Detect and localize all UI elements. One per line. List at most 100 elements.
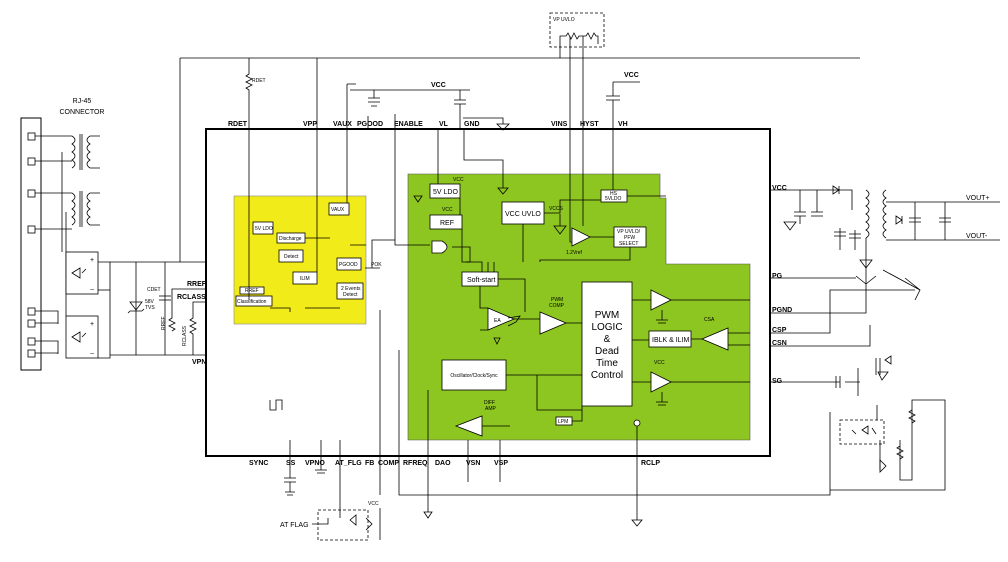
rdet-label: RDET	[252, 78, 266, 84]
pin-rdet: RDET	[228, 121, 248, 128]
vout-plus-label: VOUT+	[966, 195, 990, 202]
pin-dao: DAO	[435, 460, 451, 467]
connector-subtitle: CONNECTOR	[60, 109, 105, 116]
blk-5v-ldo-pd: 5V LDO	[255, 226, 273, 232]
pin-comp: COMP	[378, 460, 399, 467]
pin-vpno: VPNO	[305, 460, 325, 467]
rref-res-label: RREF	[161, 316, 167, 330]
tvs-label-2: TVS	[145, 305, 155, 311]
blk-oscillator: Oscillator/Clock/Sync	[450, 373, 498, 379]
svg-text:+: +	[90, 257, 94, 264]
diff-amp-2: AMP	[485, 406, 497, 412]
pin-pgood: PGOOD	[357, 121, 383, 128]
pin-sg: SG	[772, 378, 783, 385]
tvs-diode-symbol	[127, 301, 145, 314]
rclass-res-label: RCLASS	[182, 325, 188, 346]
blk-events-2: Detect	[343, 292, 358, 298]
svg-text:−: −	[90, 287, 94, 294]
pin-gnd: GND	[464, 121, 480, 128]
pwm-comp-2: COMP	[549, 303, 565, 309]
pin-pgnd: PGND	[772, 307, 792, 314]
cdet-capacitor	[159, 295, 171, 301]
pwm-logic-3: &	[604, 334, 611, 345]
at-flag-opto	[317, 509, 369, 541]
csa-amplifier	[700, 327, 729, 351]
pin-pg: PG	[772, 273, 783, 280]
blk-lpm: LPM	[558, 419, 568, 425]
pin-vins: VINS	[551, 121, 568, 128]
blk-ilim: ILIM	[300, 276, 310, 282]
blk-iblk-ilim: IBLK & ILIM	[652, 337, 690, 344]
pin-ss: SS	[286, 460, 296, 467]
blk-vaux: VAUX	[331, 207, 345, 213]
pin-vpp: VPP	[303, 121, 317, 128]
blk-rref: RREF	[245, 288, 259, 294]
blk-vp-2: PFW	[624, 235, 635, 241]
ea-label: EA	[494, 318, 501, 324]
ea-amplifier	[487, 307, 516, 331]
blk-ref: REF	[440, 220, 454, 227]
vp-uvlo-box	[549, 12, 605, 48]
dcdc-blocks: VCC 5V LDO VCC REF VCC UVLO VCCS 1.2Vref…	[429, 129, 750, 437]
pwm-comparator	[539, 311, 568, 335]
bottom-wiring	[269, 239, 831, 527]
pin-at-flg: AT_FLG	[335, 460, 362, 467]
bottom-pins: SYNC SS VPNO AT_FLG FB COMP RFREQ DAO VS…	[249, 460, 660, 467]
vp-uvlo-resistors	[559, 32, 599, 58]
svg-text:−: −	[90, 351, 94, 358]
connector-title: RJ-45	[73, 98, 92, 105]
pin-csp: CSP	[772, 327, 787, 334]
pin-sync: SYNC	[249, 460, 268, 467]
input-rails	[98, 57, 860, 356]
pd-interface-blocks: 5V LDO Discharge VAUX Detect PGOOD ILIM …	[235, 129, 380, 312]
vcc-net-label: VCC	[431, 82, 446, 89]
pwm-logic-1: PWM	[595, 310, 619, 321]
vccs-label: VCCS	[549, 206, 564, 212]
vp-uvlo-label: VP UVLO	[553, 17, 575, 23]
pin-vsn: VSN	[466, 460, 480, 467]
at-flag-label: AT FLAG	[280, 522, 309, 529]
blk-hs-2: 5VLDO	[605, 196, 622, 202]
blk-vcc-uvlo: VCC UVLO	[505, 211, 541, 218]
pwm-logic-6: Control	[591, 370, 623, 381]
blk-classification: Classification	[237, 299, 267, 305]
vcc-net-trace	[350, 89, 470, 107]
blk-pgood: PGOOD	[339, 262, 358, 268]
rj45-pins	[27, 132, 72, 358]
pin-csn: CSN	[772, 340, 787, 347]
pin-vpn: VPN	[192, 359, 206, 366]
driver-vcc-label: VCC	[654, 360, 665, 366]
pin-vaux: VAUX	[333, 121, 352, 128]
pwm-comp-1: PWM	[551, 297, 563, 303]
diff-amp-1: DIFF	[484, 400, 495, 406]
top-pins: RDET VPP VAUX PGOOD ENABLE VL GND VINS H…	[228, 121, 628, 128]
pok-and-gate	[431, 240, 448, 254]
blk-discharge: Discharge	[279, 236, 302, 242]
pwm-logic-5: Time	[596, 358, 618, 369]
pin-fb: FB	[365, 460, 374, 467]
vref-label: 1.2Vref	[566, 250, 583, 256]
pok-label: POK	[371, 262, 382, 268]
pin-vh: VH	[618, 121, 628, 128]
pin-vcc: VCC	[772, 185, 787, 192]
blk-events-1: 2 Events	[341, 286, 361, 292]
blk-detect: Detect	[284, 254, 299, 260]
pin-vsp: VSP	[494, 460, 508, 467]
rdet-resistor	[245, 58, 253, 129]
vcc-top-label: VCC	[624, 72, 639, 79]
svg-text:+: +	[90, 321, 94, 328]
blk-hs-1: HS	[610, 191, 618, 197]
pin-rclass: RCLASS	[177, 294, 206, 301]
rclass-resistor	[189, 301, 207, 355]
ref-vcc-label: VCC	[442, 207, 453, 213]
vout-minus-label: VOUT-	[966, 233, 988, 240]
ethernet-transformers	[61, 134, 100, 316]
left-pins: RREF RCLASS VPN	[177, 281, 207, 366]
blk-softstart: Soft-start	[467, 277, 495, 284]
pwm-logic-4: Dead	[595, 346, 619, 357]
blk-5v-ldo: 5V LDO	[433, 189, 458, 196]
cdet-label: CDET	[147, 287, 161, 293]
rref-resistor	[168, 288, 207, 332]
pin-enable: ENABLE	[394, 121, 423, 128]
